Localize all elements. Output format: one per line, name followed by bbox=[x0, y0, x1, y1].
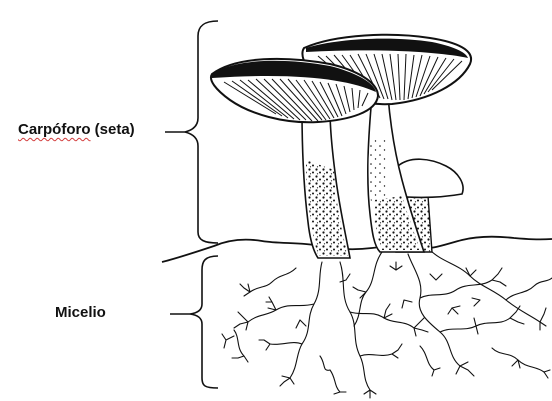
mycelium-network bbox=[222, 250, 552, 398]
mycelium-bracket bbox=[190, 256, 218, 388]
ground-line bbox=[162, 237, 552, 262]
fruiting-body-label-rest: (seta) bbox=[91, 121, 135, 138]
fruiting-body-label: Carpóforo (seta) bbox=[18, 121, 135, 138]
fruiting-body-label-word: Carpóforo bbox=[18, 121, 91, 138]
mycelium-label: Micelio bbox=[55, 304, 106, 321]
fruiting-body-bracket bbox=[185, 21, 218, 243]
left-mushroom-stem bbox=[302, 110, 350, 258]
